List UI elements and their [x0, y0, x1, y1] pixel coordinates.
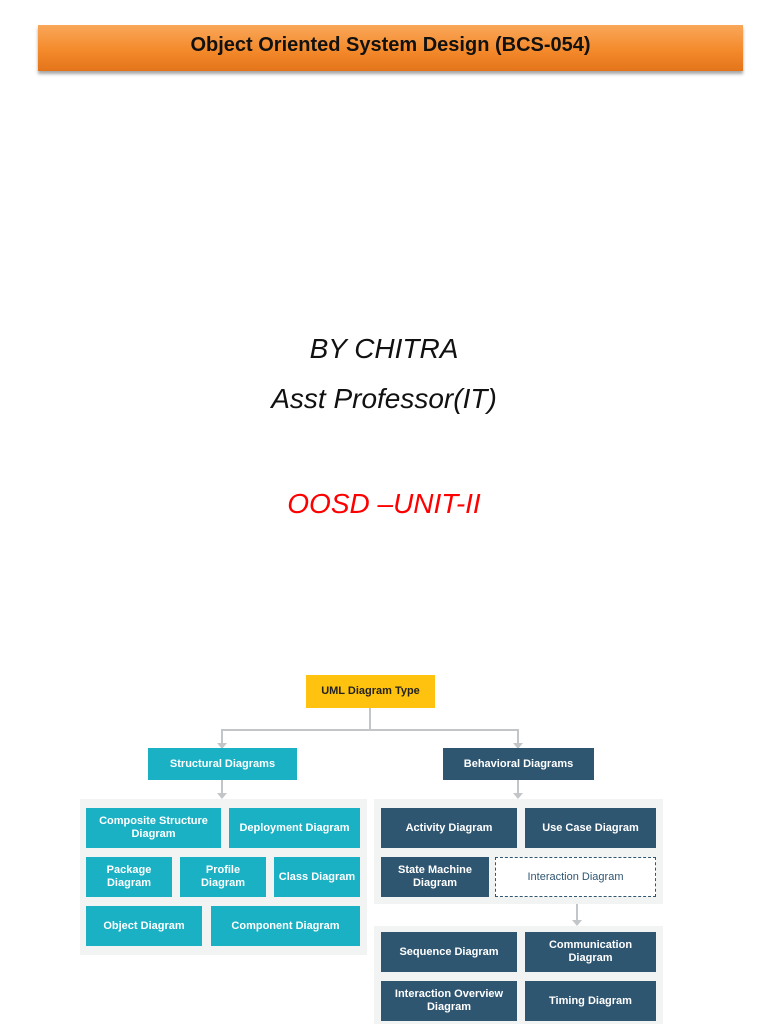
communication-diagram-box: Communication Diagram [525, 932, 656, 972]
arrow-interaction-panel [572, 920, 582, 926]
uml-root-box: UML Diagram Type [306, 675, 435, 708]
activity-diagram-box: Activity Diagram [381, 808, 517, 848]
unit-title: OOSD –UNIT-II [287, 488, 481, 519]
object-diagram-box: Object Diagram [86, 906, 202, 946]
arrow-structural-head [217, 743, 227, 749]
interaction-diagram-box: Interaction Diagram [495, 857, 656, 897]
interaction-overview-diagram-box: Interaction Overview Diagram [381, 981, 517, 1021]
arrow-behavioral-panel [513, 793, 523, 799]
page-title: Object Oriented System Design (BCS-054) [190, 33, 591, 56]
deployment-diagram-box: Deployment Diagram [229, 808, 360, 848]
use-case-diagram-box: Use Case Diagram [525, 808, 656, 848]
structural-diagrams-box: Structural Diagrams [148, 748, 297, 780]
state-machine-diagram-box: State Machine Diagram [381, 857, 489, 897]
composite-structure-diagram-box: Composite Structure Diagram [86, 808, 221, 848]
behavioral-diagrams-box: Behavioral Diagrams [443, 748, 594, 780]
class-diagram-box: Class Diagram [274, 857, 360, 897]
component-diagram-box: Component Diagram [211, 906, 360, 946]
author-name: BY CHITRA [309, 333, 459, 364]
package-diagram-box: Package Diagram [86, 857, 172, 897]
profile-diagram-box: Profile Diagram [180, 857, 266, 897]
timing-diagram-box: Timing Diagram [525, 981, 656, 1021]
sequence-diagram-box: Sequence Diagram [381, 932, 517, 972]
title-banner: Object Oriented System Design (BCS-054) [38, 25, 743, 71]
arrow-structural-panel [217, 793, 227, 799]
connector-branches [221, 729, 519, 745]
arrow-behavioral-head [513, 743, 523, 749]
author-designation: Asst Professor(IT) [271, 383, 497, 414]
